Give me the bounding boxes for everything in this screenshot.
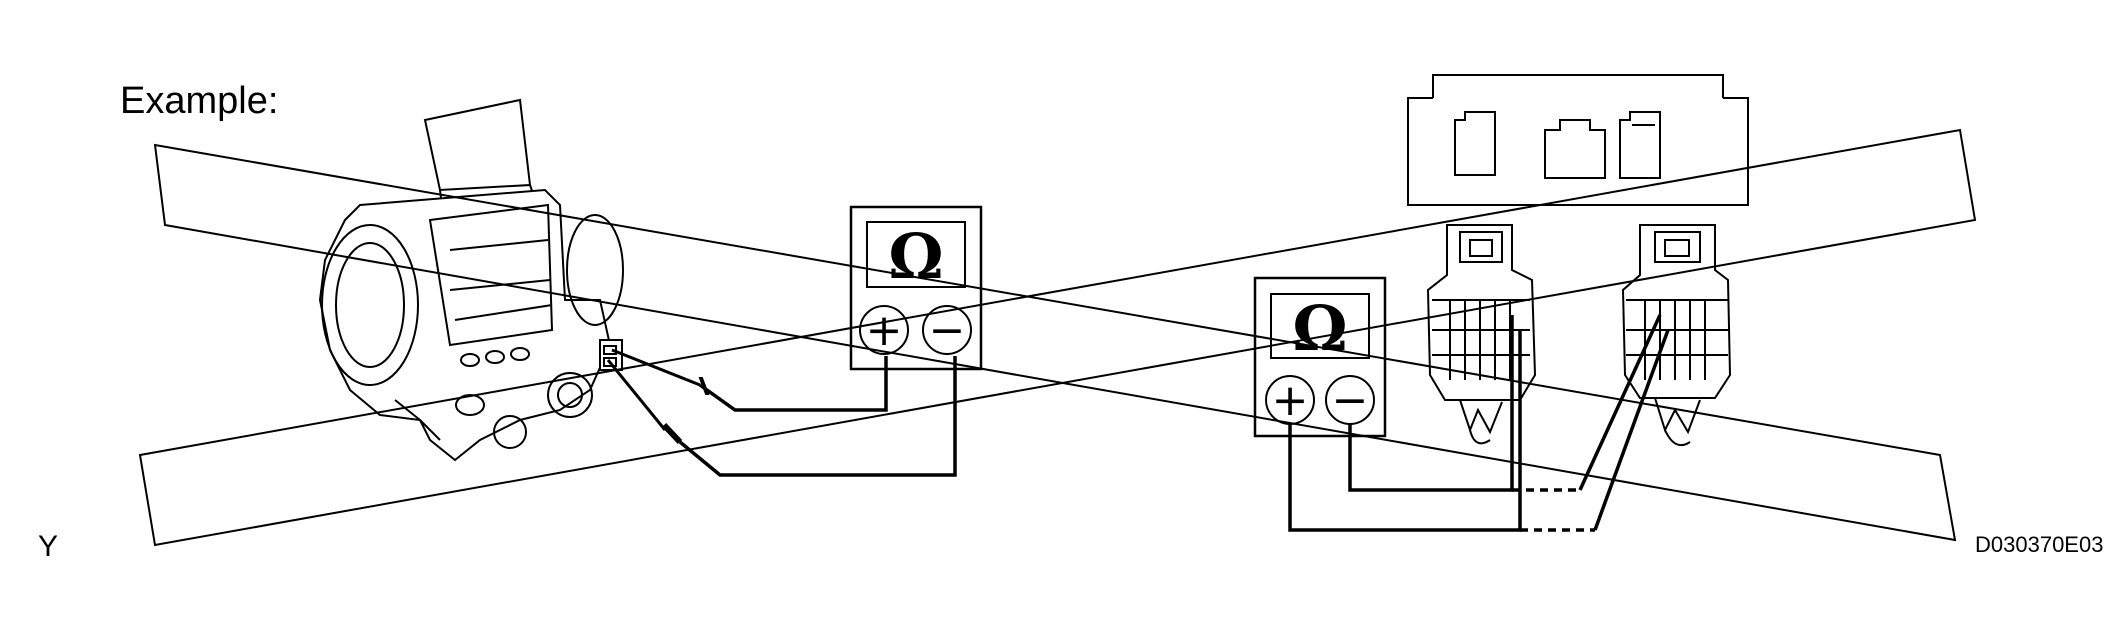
plus-terminal-right: +: [1272, 375, 1309, 426]
plus-terminal-left: +: [866, 305, 903, 356]
left-meter-leads: [678, 356, 957, 477]
right-meter-leads: [1288, 314, 1670, 532]
corner-letter: Y: [38, 530, 59, 563]
figure-code: D030370E03: [1975, 532, 2104, 557]
cross-out-marks: [138, 128, 1977, 547]
connector-face-view: [1407, 74, 1749, 206]
ohm-symbol-right: Ω: [1292, 292, 1347, 365]
meter-glyphs: Ω + − Ω + −: [866, 220, 1369, 426]
minus-terminal-left: −: [929, 305, 966, 356]
example-label: Example:: [120, 80, 279, 122]
ohm-symbol-left: Ω: [888, 220, 943, 293]
minus-terminal-right: −: [1332, 375, 1369, 426]
component-assembly: [318, 98, 624, 462]
